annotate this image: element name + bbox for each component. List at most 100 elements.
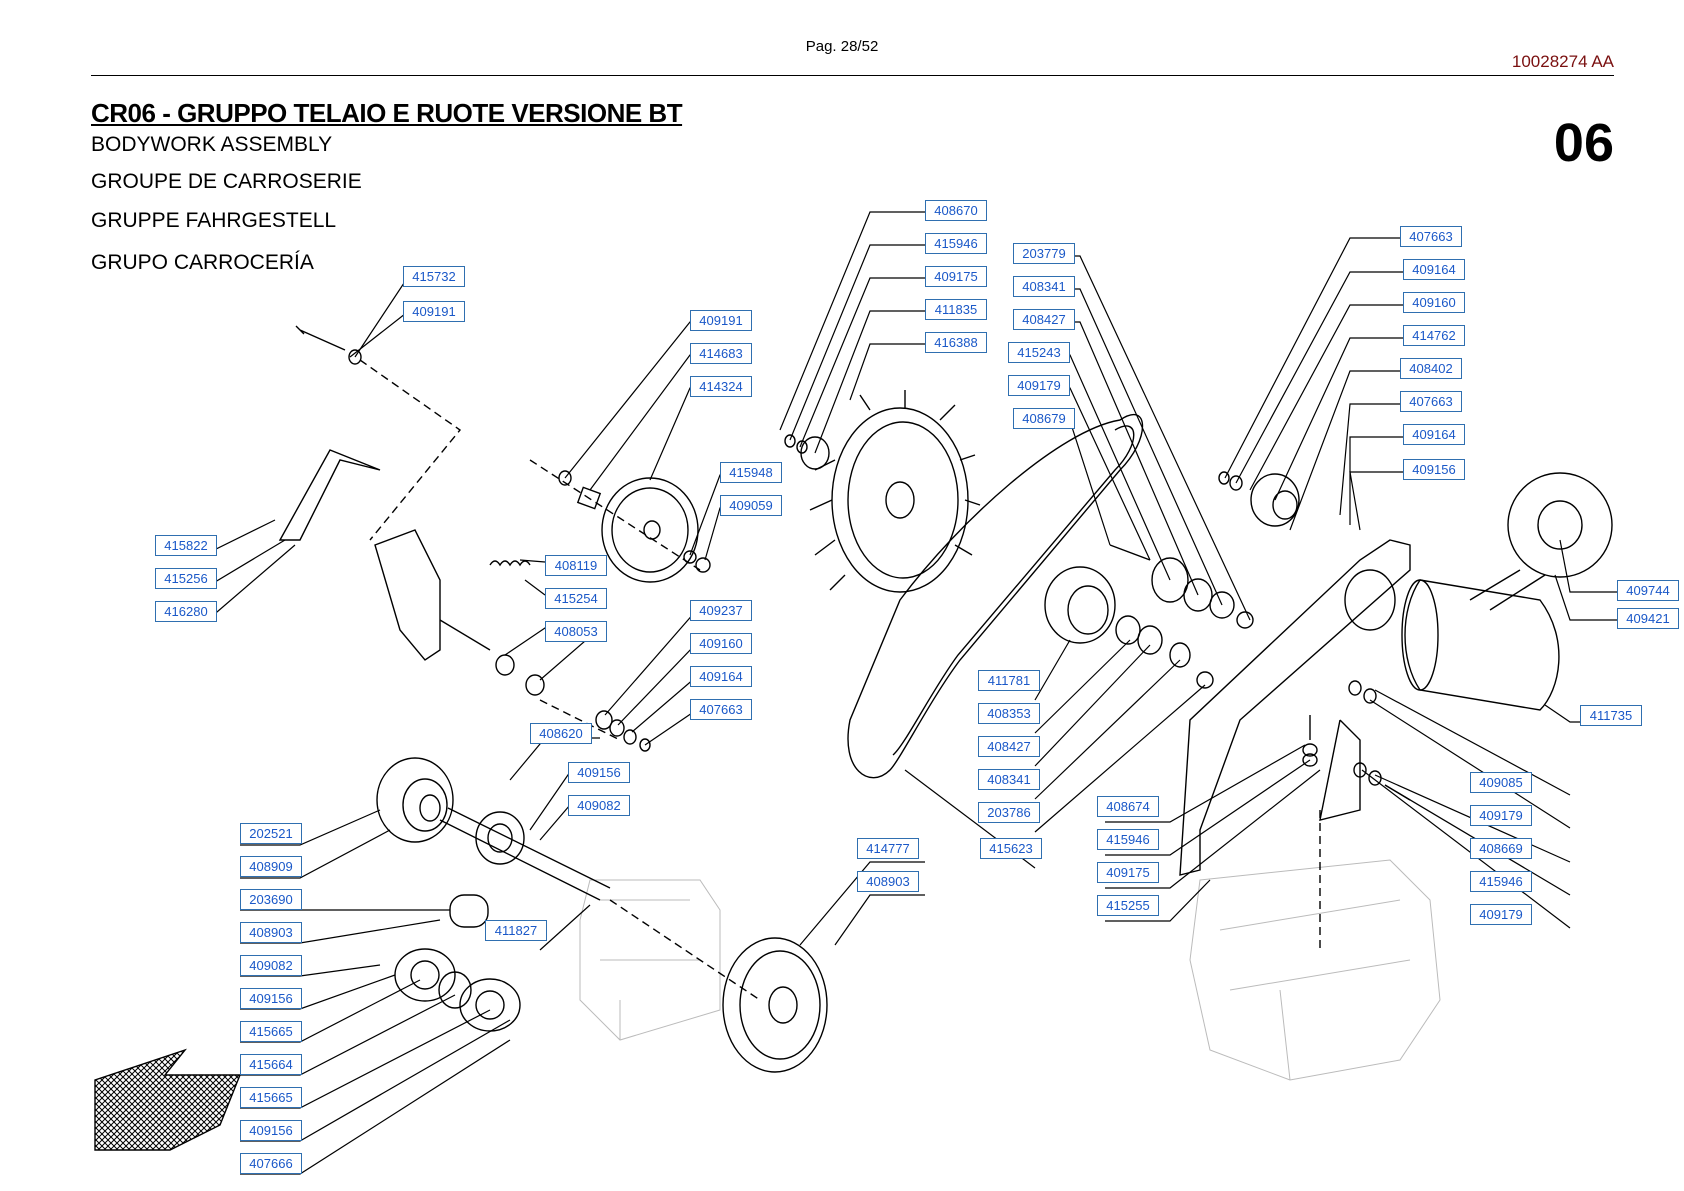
part-number-callout: 409191 [690, 310, 752, 331]
part-number-callout: 409160 [1403, 292, 1465, 313]
part-number-callout: 408674 [1097, 796, 1159, 817]
part-number-callout: 409156 [1403, 459, 1465, 480]
part-number-callout: 202521 [240, 823, 302, 844]
part-number-callout: 203690 [240, 889, 302, 910]
shaft-shape [439, 807, 611, 901]
bearing-shape [438, 971, 472, 1009]
part-number-callout: 409191 [403, 301, 465, 322]
document-code: 10028274 AA [1511, 52, 1614, 71]
title-french: GROUPE DE CARROSERIE [91, 170, 362, 193]
belt-shape [847, 413, 1144, 779]
part-number-callout: 411827 [485, 920, 547, 941]
dashed-axis [359, 359, 462, 541]
dashed-axis [609, 899, 761, 1001]
motor-shape [1404, 579, 1560, 711]
drive-pulley-shape [1044, 566, 1116, 644]
part-number-callout: 409160 [690, 633, 752, 654]
spring-shape [489, 560, 531, 567]
part-number-callout: 409082 [568, 795, 630, 816]
part-number-callout: 415255 [1097, 895, 1159, 916]
part-number-callout: 408427 [1013, 309, 1075, 330]
part-number-callout: 408341 [978, 769, 1040, 790]
bushing-shape [495, 654, 515, 676]
page-number: Pag. 28/52 [805, 38, 879, 55]
bracket-shape [278, 449, 381, 541]
part-number-callout: 409744 [1617, 580, 1679, 601]
washer-shape [784, 434, 796, 448]
plate-shape [374, 529, 441, 661]
title-spanish: GRUPO CARROCERÍA [91, 251, 314, 274]
part-number-callout: 409164 [1403, 424, 1465, 445]
circlip-shape [1169, 642, 1191, 668]
detail-inset [1507, 472, 1613, 578]
direction-arrow-icon [94, 1048, 242, 1151]
flange-shape [459, 978, 521, 1032]
part-number-callout: 415732 [403, 266, 465, 287]
title-german: GRUPPE FAHRGESTELL [91, 209, 337, 232]
main-pulley-shape [722, 937, 828, 1073]
jockey-wheel-shape [601, 477, 699, 583]
dashed-axis [529, 459, 701, 741]
part-number-callout: 415946 [1097, 829, 1159, 850]
part-number-callout: 408402 [1400, 358, 1462, 379]
part-number-callout: 409164 [690, 666, 752, 687]
part-number-callout: 407663 [1400, 226, 1462, 247]
part-number-callout: 415946 [1470, 871, 1532, 892]
part-number-callout: 415948 [720, 462, 782, 483]
part-number-callout: 408903 [240, 922, 302, 943]
part-number-callout: 415254 [545, 588, 607, 609]
bushing-shape [449, 894, 489, 928]
part-number-callout: 203786 [978, 802, 1040, 823]
part-number-callout: 408427 [978, 736, 1040, 757]
part-number-callout: 416280 [155, 601, 217, 622]
part-number-callout: 409175 [925, 266, 987, 287]
washer-shape [683, 550, 697, 564]
part-number-callout: 409156 [568, 762, 630, 783]
leader-lines [155, 211, 1630, 1175]
part-number-callout: 409059 [720, 495, 782, 516]
ghost-frame-right [1189, 859, 1441, 1081]
part-number-callout: 409164 [1403, 259, 1465, 280]
part-number-callout: 409179 [1470, 904, 1532, 925]
part-number-callout: 415256 [155, 568, 217, 589]
bolt-shape [1109, 544, 1151, 561]
motor-plate-shape [1179, 539, 1411, 876]
washer-shape [558, 470, 572, 486]
bearing-shape [1137, 625, 1163, 655]
part-number-callout: 408670 [925, 200, 987, 221]
part-number-callout: 409175 [1097, 862, 1159, 883]
part-number-callout: 409082 [240, 955, 302, 976]
bearing-shape [1115, 615, 1141, 645]
part-number-callout: 408669 [1470, 838, 1532, 859]
part-number-callout: 414683 [690, 343, 752, 364]
motor-pulley-shape [1250, 473, 1300, 527]
part-number-callout: 203779 [1013, 243, 1075, 264]
part-number-callout: 409421 [1617, 608, 1679, 629]
part-number-callout: 408679 [1013, 408, 1075, 429]
part-number-callout: 409156 [240, 1120, 302, 1141]
part-number-callout: 409179 [1470, 805, 1532, 826]
part-number-callout: 409237 [690, 600, 752, 621]
header-rule [91, 75, 1614, 76]
page-title: CR06 - GRUPPO TELAIO E RUOTE VERSIONE BT [91, 98, 683, 128]
part-number-callout: 415822 [155, 535, 217, 556]
washer-shape [348, 349, 362, 365]
part-number-callout: 415665 [240, 1087, 302, 1108]
part-number-callout: 411735 [1580, 705, 1642, 726]
part-number-callout: 415946 [925, 233, 987, 254]
part-number-callout: 408620 [530, 723, 592, 744]
part-number-callout: 408341 [1013, 276, 1075, 297]
bearing-shape [1151, 557, 1189, 603]
part-number-callout: 414324 [690, 376, 752, 397]
shaft-shape [439, 619, 491, 651]
part-number-callout: 408903 [857, 871, 919, 892]
bearing-shape [475, 811, 525, 865]
part-number-callout: 416388 [925, 332, 987, 353]
bushing-shape [525, 674, 545, 696]
part-number-callout: 408053 [545, 621, 607, 642]
bushing-shape [576, 486, 602, 510]
title-english: BODYWORK ASSEMBLY [91, 133, 333, 156]
part-number-callout: 411781 [978, 670, 1040, 691]
part-number-callout: 407663 [1400, 391, 1462, 412]
